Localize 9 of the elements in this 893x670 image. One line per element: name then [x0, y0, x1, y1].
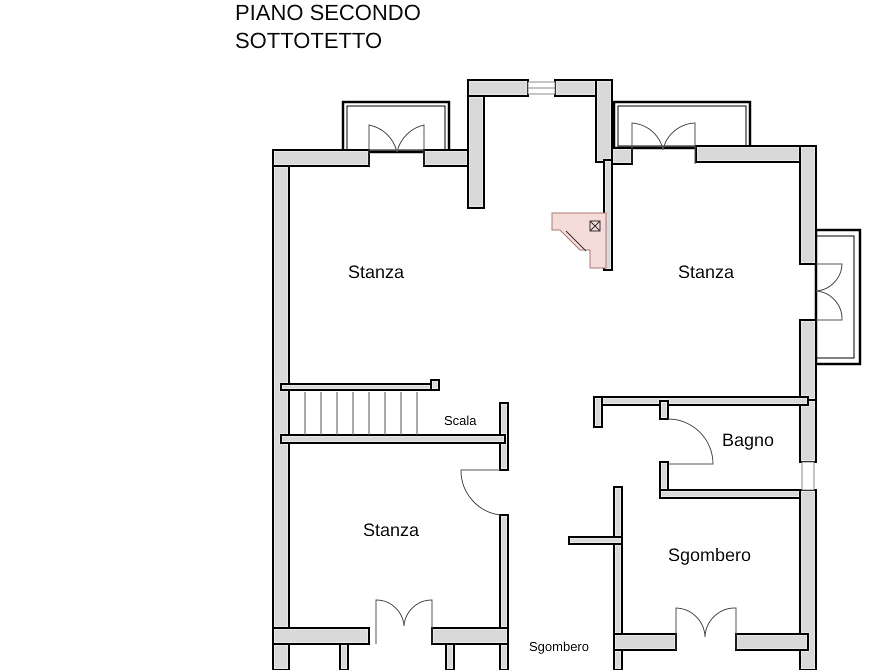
room-label: Bagno	[722, 431, 774, 449]
subtitle: SOTTOTETTO	[235, 30, 382, 52]
room-label: Stanza	[363, 521, 420, 539]
room-label: Sgombero	[529, 640, 589, 653]
title: PIANO SECONDO	[235, 0, 421, 26]
room-label: Scala	[444, 414, 477, 427]
room-label: Stanza	[678, 263, 734, 281]
room-label: Stanza	[348, 263, 404, 281]
room-label: Sgombero	[668, 546, 752, 564]
